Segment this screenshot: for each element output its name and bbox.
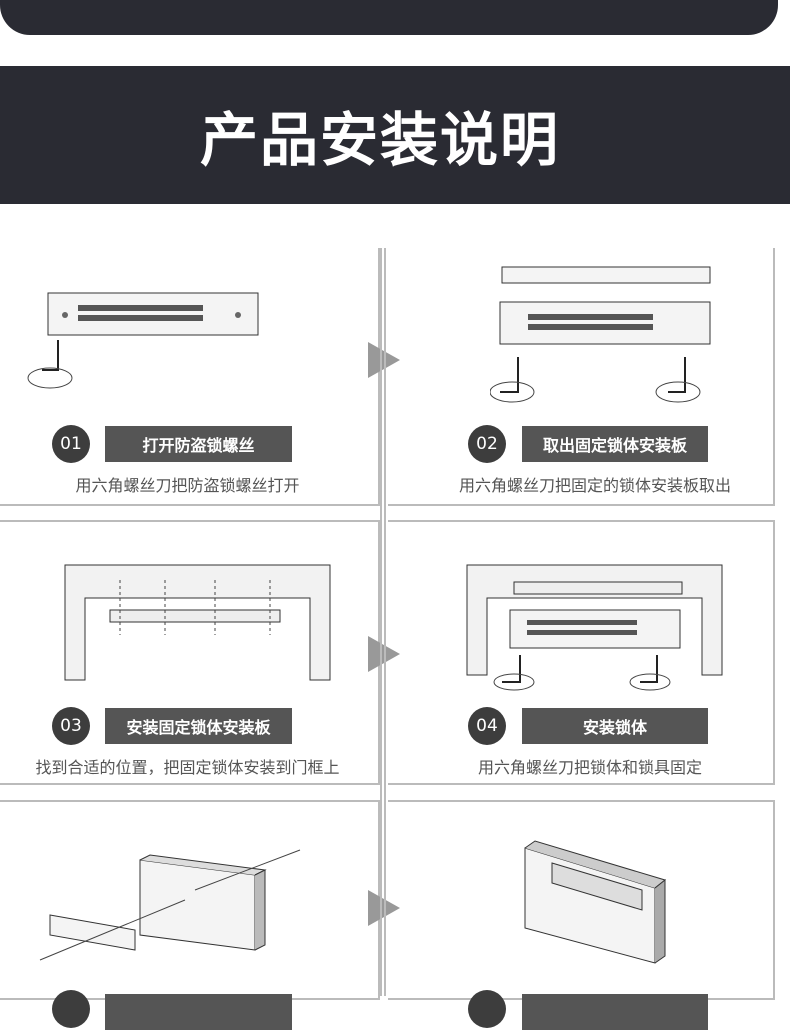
step-number: 04 [468,707,506,745]
page-title: 产品安装说明 [199,106,560,174]
step-title: 安装锁体 [522,708,708,744]
step-title: 取出固定锁体安装板 [522,426,708,462]
step-panel-2 [388,248,775,506]
step-title: 安装固定锁体安装板 [105,708,292,744]
lock-illustration-2 [490,266,711,403]
step-title: 打开防盗锁螺丝 [105,426,292,462]
step-title-partial [105,994,292,1030]
step-description: 用六角螺丝刀把防盗锁螺丝打开 [75,476,300,495]
step-description: 找到合适的位置，把固定锁体安装到门框上 [35,758,340,777]
column-divider [380,248,386,996]
step-description: 用六角螺丝刀把锁体和锁具固定 [477,758,702,777]
step-number: 03 [52,707,90,745]
step-panel-1 [0,248,380,506]
door-install-illustration-5 [39,849,301,961]
step-description: 用六角螺丝刀把固定的锁体安装板取出 [458,476,731,495]
top-banner [0,0,778,35]
step-number: 01 [52,425,90,463]
step-number: 02 [468,425,506,463]
section-header: 产品安装说明 [0,66,790,204]
door-install-illustration-6 [524,840,667,964]
lock-illustration-1 [27,292,259,389]
door-frame-illustration-4 [466,564,723,691]
door-frame-illustration-3 [64,564,331,681]
step-title-partial [522,994,708,1030]
